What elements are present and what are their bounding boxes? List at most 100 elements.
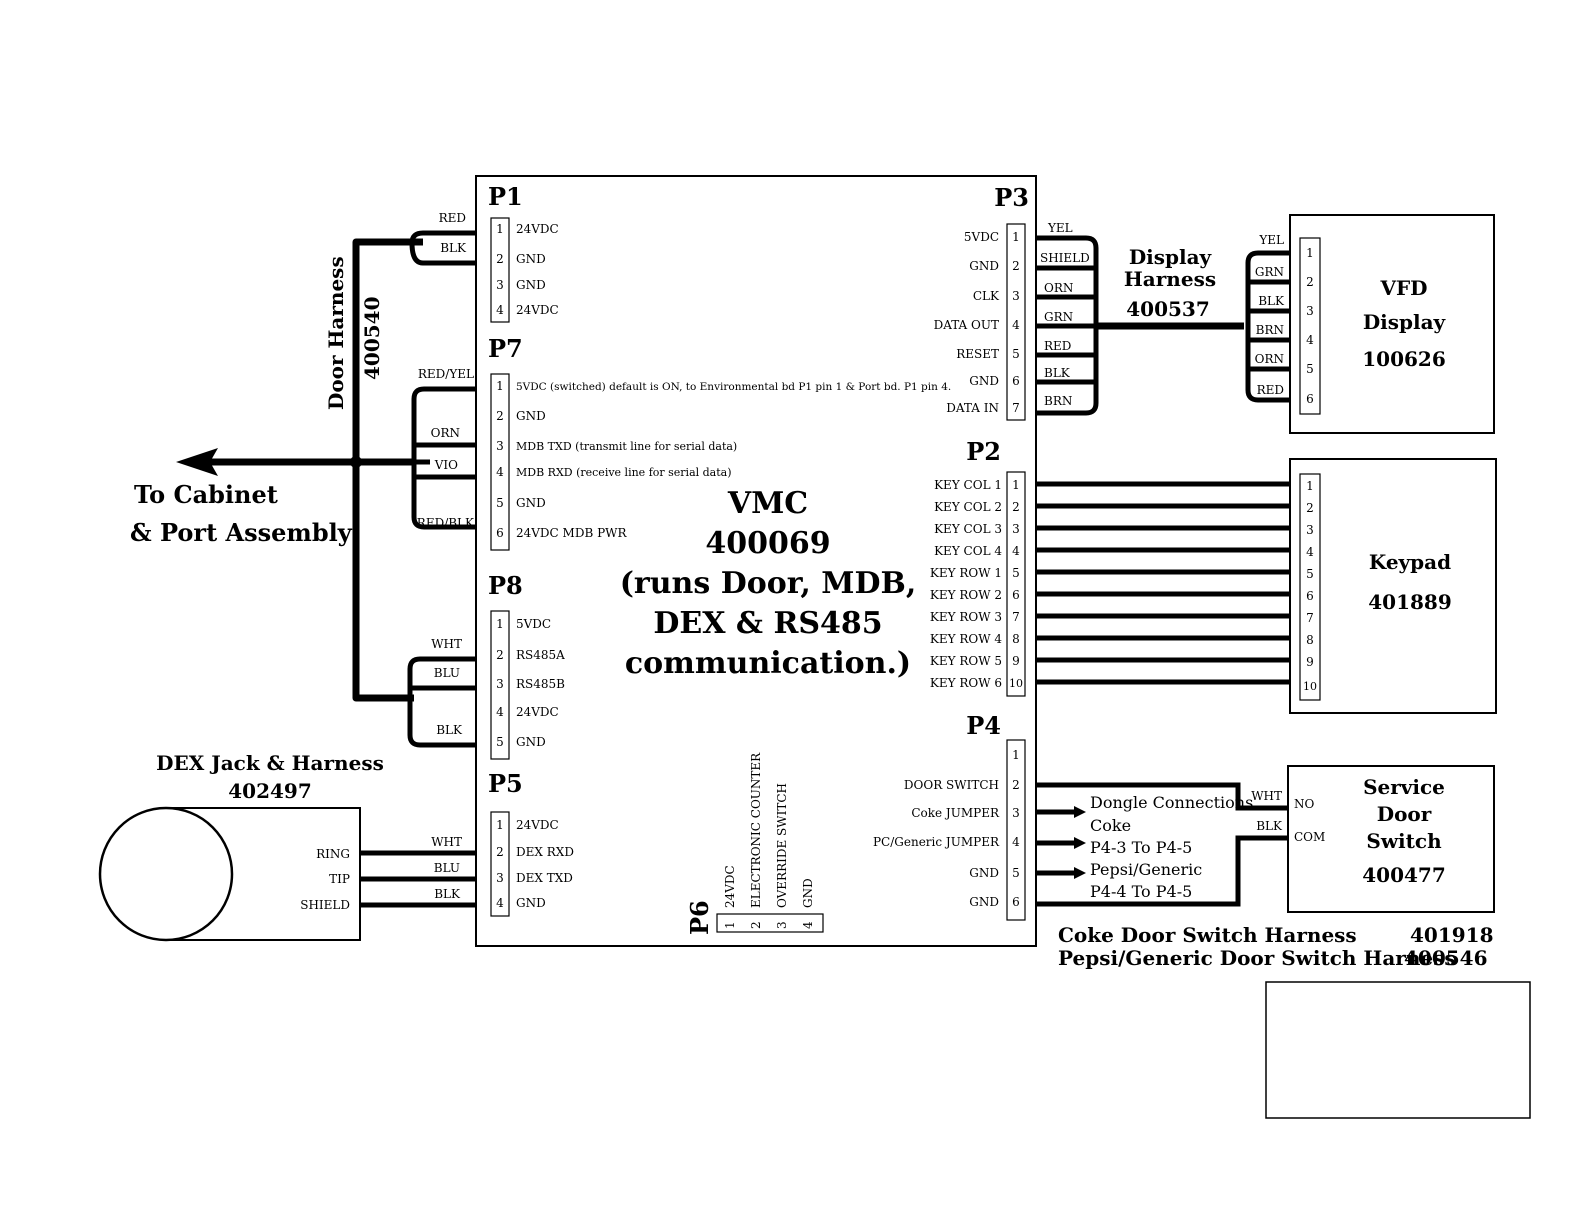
p8-pin-3: 3 [496,677,504,691]
service-door-switch: Service Door Switch 400477 NO COM WHT BL… [1036,765,1495,913]
connector-p2: P2 1 2 3 4 5 6 7 8 9 10 KEY COL 1 KEY CO… [930,437,1026,697]
wire-label-blu-p8: BLU [434,666,460,680]
wire-label-wht-dex: WHT [431,835,462,849]
wire-label-p3-brn: BRN [1044,394,1072,408]
p5-pin-3: 3 [496,871,504,885]
door-harness-p8-outer-wires [407,656,476,748]
keypad-pin-1: 1 [1306,479,1314,493]
switch-com-label: COM [1294,830,1325,844]
wire-label-vfd-red: RED [1257,383,1284,397]
p2-pin-6: 6 [1012,588,1020,602]
p6-pin-2: 2 [749,921,763,929]
door-harness-part: 400540 [360,297,384,381]
p6-signal-4: GND [801,878,815,908]
vfd-pin-6: 6 [1306,392,1314,406]
keypad-pin-4: 4 [1306,545,1314,559]
connector-p1: P1 1 2 3 4 24VDC GND GND 24VDC [488,182,559,323]
p1-signal-1: 24VDC [516,222,559,236]
connector-p4-label: P4 [966,711,1001,740]
p6-signal-3: OVERRIDE SWITCH [775,783,789,908]
connector-p7-pin-strip [490,373,510,551]
connector-p8-pin-strip [490,610,510,760]
dongle-gnd-arrow-icon [1074,867,1086,879]
p5-signal-3: DEX TXD [516,871,573,885]
p4-signal-5: GND [969,866,999,880]
p4-pin-5: 5 [1012,866,1020,880]
p4-pin-3: 3 [1012,806,1020,820]
service-door-label-line-2: Door [1377,802,1432,826]
door-harness-label: Door Harness [324,256,348,410]
p1-pin-1: 1 [496,222,504,236]
keypad-pin-5: 5 [1306,567,1314,581]
connector-p6-label: P6 [685,900,714,935]
vfd-display: 1 2 3 4 5 6 VFD Display 100626 [1289,214,1495,434]
connector-p3-pin-strip [1006,223,1026,421]
p3-signal-3: CLK [973,289,1000,303]
connector-p5: P5 1 2 3 4 24VDC DEX RXD DEX TXD GND [488,769,574,917]
dex-jack-label-tip: TIP [329,872,350,886]
vfd-pin-strip [1299,237,1321,415]
connector-p3-label: P3 [994,183,1029,212]
service-door-label-line-3: Switch [1366,829,1442,853]
p3-pin-5: 5 [1012,347,1020,361]
vfd-label-line-2: Display [1363,310,1447,334]
p8-signal-3: RS485B [516,677,565,691]
p3-pin-7: 7 [1012,401,1020,415]
connector-p6-pin-strip [716,913,824,933]
p7-pin-2: 2 [496,409,504,423]
p3-signal-2: GND [969,259,999,273]
p4-signal-3: Coke JUMPER [911,806,1000,820]
dongle-pepsi-line-2: P4-4 To P4-5 [1090,882,1192,901]
p7-signal-3: MDB TXD (transmit line for serial data) [516,440,737,453]
p3-pin-4: 4 [1012,318,1020,332]
p2-signal-3: KEY COL 3 [934,522,1002,536]
p7-signal-4: MDB RXD (receive line for serial data) [516,466,732,479]
wire-label-vfd-yel: YEL [1258,233,1284,247]
dongle-coke-arrow-icon [1074,806,1086,818]
p1-pin-4: 4 [496,303,504,317]
vmc-description-line-2: DEX & RS485 [653,606,882,641]
connector-p8-label: P8 [488,571,523,600]
door-switch-blk-wire [1036,835,1288,907]
p5-pin-1: 1 [496,818,504,832]
dongle-coke-line-2: P4-3 To P4-5 [1090,838,1192,857]
door-harness: RED BLK RED/YEL ORN VIO RED/BLK WHT BLU … [176,211,476,748]
p2-signal-5: KEY ROW 1 [930,566,1002,580]
door-switch-wht-wire [1036,782,1288,811]
p4-signal-6: GND [969,895,999,909]
keypad: 1 2 3 4 5 6 7 8 9 10 Keypad 401889 [1036,458,1497,714]
keypad-pin-6: 6 [1306,589,1314,603]
p2-signal-9: KEY ROW 5 [930,654,1002,668]
switch-no-label: NO [1294,797,1315,811]
p3-pin-1: 1 [1012,230,1020,244]
connector-p2-label: P2 [966,437,1001,466]
p6-pin-3: 3 [775,921,789,929]
wire-label-p3-orn: ORN [1044,281,1073,295]
p5-signal-4: GND [516,896,546,910]
dongle-pc-arrow-icon [1074,837,1086,849]
connector-p4: P4 1 2 3 4 5 6 DOOR SWITCH Coke JUMPER P… [873,711,1026,921]
p8-pin-2: 2 [496,648,504,662]
door-harness-p1-wires [409,230,476,266]
blank-note-box [1265,981,1531,1119]
p4-pin-1: 1 [1012,748,1020,762]
p5-signal-2: DEX RXD [516,845,574,859]
pepsi-harness-label: Pepsi/Generic Door Switch Harness [1058,946,1456,970]
dongle-title: Dongle Connections [1090,793,1253,812]
connector-p6: P6 1 2 3 4 24VDC ELECTRONIC COUNTER OVER… [685,752,824,935]
p6-pin-1: 1 [723,921,737,929]
p2-pin-7: 7 [1012,610,1020,624]
display-harness: YEL SHIELD ORN GRN RED BLK BRN YEL GRN B… [1036,221,1290,416]
p3-signal-7: DATA IN [946,401,999,415]
p5-signal-1: 24VDC [516,818,559,832]
vfd-part: 100626 [1362,347,1446,371]
p2-pin-8: 8 [1012,632,1020,646]
p1-signal-3: GND [516,278,546,292]
vmc-title: VMC [727,486,808,521]
vmc-description-line-3: communication.) [625,646,911,681]
dex-jack-harness: DEX Jack & Harness 402497 RING TIP SHIEL… [98,751,476,942]
vmc-part-number: 400069 [705,526,830,561]
p2-pin-10: 10 [1009,677,1023,690]
p7-pin-6: 6 [496,526,504,540]
